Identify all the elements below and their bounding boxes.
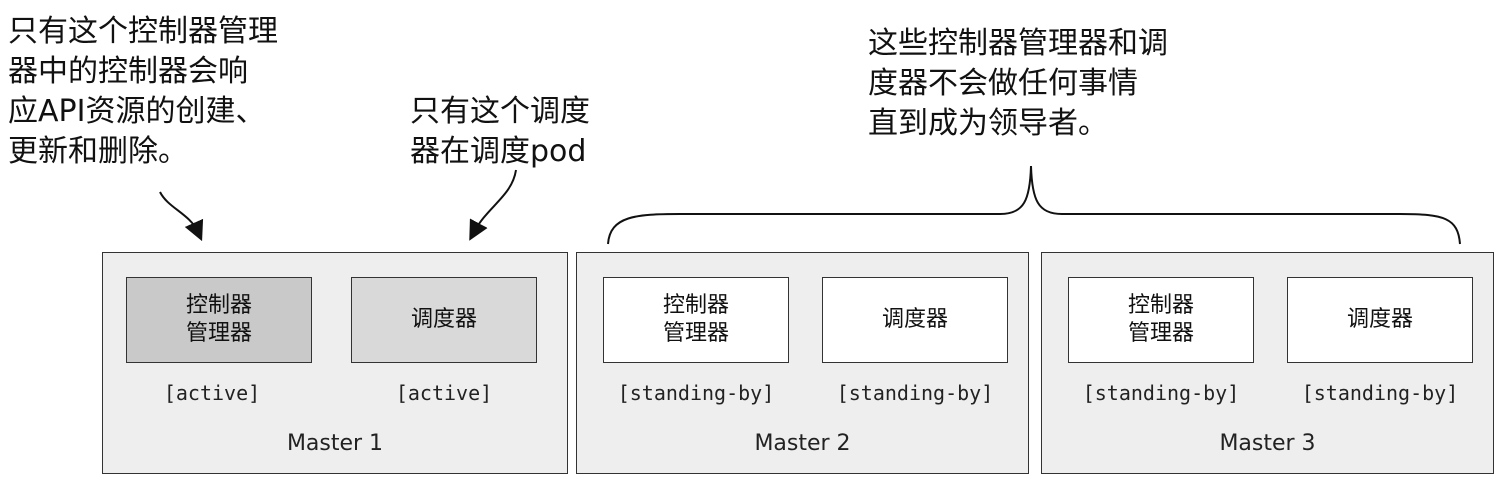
controller-manager-state: [standing-by]: [1082, 381, 1240, 405]
annotation-standby: 这些控制器管理器和调 度器不会做任何事情 直到成为领导者。: [868, 24, 1168, 144]
master-label: Master 2: [754, 431, 851, 456]
controller-manager-label-line1: 控制器: [185, 293, 252, 318]
scheduler-box: 调度器: [1287, 277, 1473, 363]
arrow-to-scheduler: [469, 169, 517, 241]
master-label: Master 1: [286, 431, 384, 456]
arrow-to-controller-manager: [159, 191, 204, 242]
controller-manager-state: [active]: [163, 381, 261, 405]
annotation-line: 器在调度pod: [410, 134, 587, 169]
master-node-3: 控制器 管理器 调度器 [standing-by] [standing-by] …: [1041, 252, 1494, 474]
controller-manager-label-line1: 控制器: [1127, 293, 1194, 318]
scheduler-label: 调度器: [1346, 307, 1413, 332]
annotation-line: 这些控制器管理器和调: [868, 26, 1168, 61]
annotation-active-controller: 只有这个控制器管理 器中的控制器会响 应API资源的创建、 更新和删除。: [8, 12, 278, 172]
annotation-active-scheduler: 只有这个调度 器在调度pod: [410, 92, 590, 172]
controller-manager-box: 控制器 管理器: [126, 277, 312, 363]
controller-manager-label-line2: 管理器: [185, 321, 252, 346]
scheduler-state: [active]: [395, 381, 493, 405]
annotation-line: 更新和删除。: [8, 134, 188, 169]
controller-manager-box: 控制器 管理器: [603, 277, 789, 363]
annotation-line: 器中的控制器会响: [8, 54, 248, 89]
annotation-line: 只有这个控制器管理: [8, 14, 278, 49]
controller-manager-state: [standing-by]: [617, 381, 775, 405]
controller-manager-label-line1: 控制器: [662, 293, 729, 318]
annotation-line: 应API资源的创建、: [8, 94, 266, 129]
scheduler-box: 调度器: [822, 277, 1008, 363]
annotation-line: 只有这个调度: [410, 94, 590, 129]
scheduler-box: 调度器: [351, 277, 537, 363]
scheduler-label: 调度器: [410, 307, 477, 332]
master-node-2: 控制器 管理器 调度器 [standing-by] [standing-by] …: [576, 252, 1029, 474]
annotation-line: 度器不会做任何事情: [868, 66, 1138, 101]
scheduler-label: 调度器: [881, 307, 948, 332]
controller-manager-box: 控制器 管理器: [1068, 277, 1254, 363]
master-node-1: 控制器 管理器 调度器 [active] [active] Master 1: [102, 252, 568, 474]
scheduler-state: [standing-by]: [836, 381, 994, 405]
controller-manager-label-line2: 管理器: [1127, 321, 1194, 346]
master-label: Master 3: [1219, 431, 1316, 456]
controller-manager-label-line2: 管理器: [662, 321, 729, 346]
scheduler-state: [standing-by]: [1301, 381, 1459, 405]
curly-brace: [607, 165, 1461, 245]
annotation-line: 直到成为领导者。: [868, 106, 1108, 141]
